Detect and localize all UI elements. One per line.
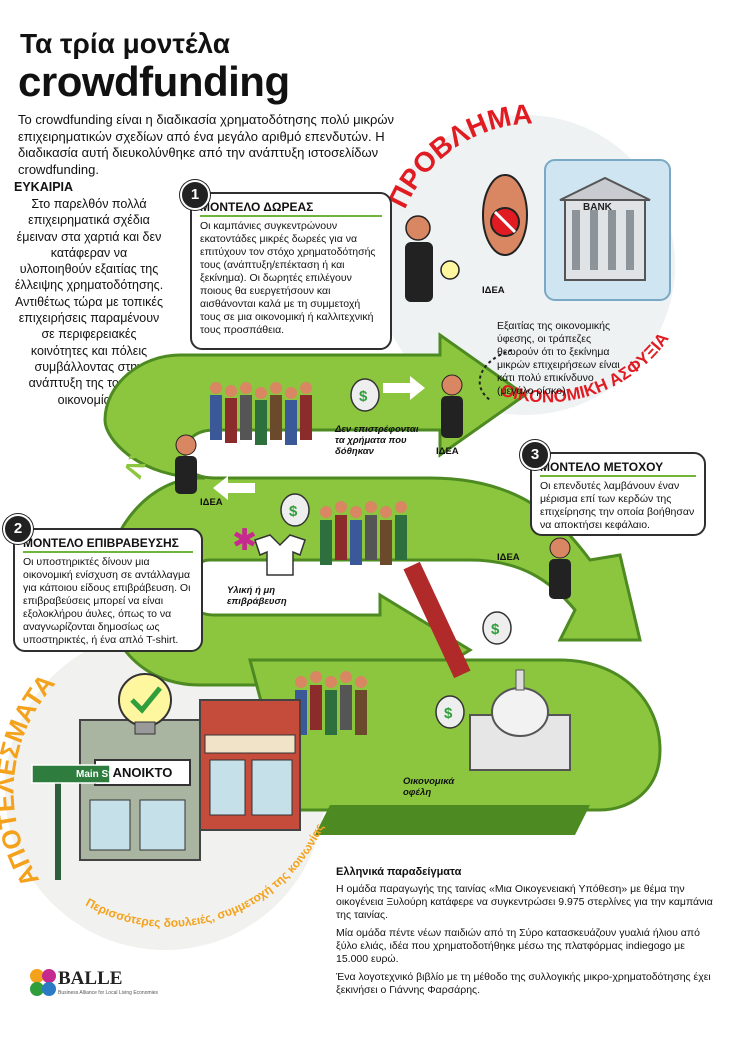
money-bag-1: $ xyxy=(350,378,380,412)
opportunity-heading: ΕΥΚΑΙΡΙΑ xyxy=(14,180,74,194)
model-1-number: 1 xyxy=(180,180,210,210)
example-item: Μία ομάδα πέντε νέων παιδιών από τη Σύρο… xyxy=(336,927,700,965)
model-2-title: ΜΟΝΤΕΛΟ ΕΠΙΒΡΑΒΕΥΣΗΣ xyxy=(23,536,193,553)
person-problem xyxy=(405,215,460,302)
asterisk-icon: ✱ xyxy=(232,524,257,557)
svg-text:$: $ xyxy=(444,705,453,722)
sign-post xyxy=(55,770,61,880)
street-sign xyxy=(31,764,111,784)
model-3-text: Οι επενδυτές λαμβάνουν έναν μέρισμα επί … xyxy=(540,480,695,531)
crowd-bottom xyxy=(295,671,367,735)
model-2-text: Οι υποστηρικτές δίνουν μια οικονομική εν… xyxy=(23,556,191,646)
problem-idea-label: ΙΔΕΑ xyxy=(482,285,505,296)
examples-section: Ελληνικά παραδείγματα Η ομάδα παραγωγής … xyxy=(336,866,716,1002)
example-item: Η ομάδα παραγωγής της ταινίας «Μια Οικογ… xyxy=(336,883,713,921)
crowd-top xyxy=(210,382,312,445)
open-sign: ΑΝΟΙΚΤΟ xyxy=(112,765,173,780)
svg-text:$: $ xyxy=(289,503,298,520)
street-sign-text: Main Street xyxy=(76,769,131,780)
crowd-middle xyxy=(320,501,407,565)
svg-text:$: $ xyxy=(359,388,368,405)
money-bag-4: $ xyxy=(435,695,465,729)
idea-label-right: ΙΔΕΑ xyxy=(497,552,520,563)
intro-text: Το crowdfunding είναι η διαδικασία χρημα… xyxy=(18,112,395,177)
capitol-building xyxy=(469,669,571,771)
model-1-title: ΜΟΝΤΕΛΟ ΔΩΡΕΑΣ xyxy=(200,200,382,217)
title-line-1: Τα τρία μοντέλα xyxy=(20,28,230,59)
idea-person-top xyxy=(441,374,463,438)
model-3-title: ΜΟΝΤΕΛΟ ΜΕΤΟΧΟΥ xyxy=(540,460,696,477)
model-1-box: ΜΟΝΤΕΛΟ ΔΩΡΕΑΣ Οι καμπάνιες συγκεντρώνου… xyxy=(190,192,392,350)
model-2-number: 2 xyxy=(3,514,33,544)
opportunity-text: Στο παρελθόν πολλά επιχειρηματικά σχέδια… xyxy=(14,197,164,407)
stop-hand xyxy=(482,174,528,256)
logo-name: BALLE xyxy=(58,968,123,989)
problem-text: Εξαιτίας της οικονομικής ύφεσης, οι τράπ… xyxy=(497,320,620,397)
lightbulb-check-icon xyxy=(118,673,172,735)
logo-tagline: Business Alliance for Local Living Econo… xyxy=(58,990,159,996)
money-bag-3: $ xyxy=(482,611,512,645)
model-3-number: 3 xyxy=(520,440,550,470)
model-2-box: ΜΟΝΤΕΛΟ ΕΠΙΒΡΑΒΕΥΣΗΣ Οι υποστηρικτές δίν… xyxy=(13,528,203,652)
title-line-2: crowdfunding xyxy=(18,58,290,105)
benefits-label: Οικονομικά οφέλη xyxy=(403,776,455,798)
bank-sign: BANK xyxy=(583,202,613,213)
svg-text:$: $ xyxy=(491,621,500,638)
dashed-arrow xyxy=(478,349,513,401)
reward-label: Υλική ή μη επιβράβευση xyxy=(227,585,287,607)
idea-label-top: ΙΔΕΑ xyxy=(436,446,459,457)
barrier-bar xyxy=(403,561,471,679)
shop-left xyxy=(79,719,201,861)
shop-right xyxy=(199,699,301,831)
example-item: Ένα λογοτεχνικό βιβλίο με τη μέθοδο της … xyxy=(336,971,711,996)
tshirt-reward xyxy=(254,534,306,576)
model-3-box: ΜΟΝΤΕΛΟ ΜΕΤΟΧΟΥ Οι επενδυτές λαμβάνουν έ… xyxy=(530,452,706,536)
bank-illustration xyxy=(544,159,671,301)
no-return-label: Δεν επιστρέφονται τα χρήματα που δόθηκαν xyxy=(335,424,419,457)
balle-logo-icon xyxy=(26,966,60,1000)
idea-label-left: ΙΔΕΑ xyxy=(200,497,223,508)
model-1-text: Οι καμπάνιες συγκεντρώνουν εκατοντάδες μ… xyxy=(200,220,376,336)
idea-person-left xyxy=(175,434,197,494)
idea-person-right xyxy=(549,537,571,599)
arrow-right-top xyxy=(383,376,425,400)
examples-title: Ελληνικά παραδείγματα xyxy=(336,866,462,878)
money-bag-2: $ xyxy=(280,493,310,527)
arrow-left-mid xyxy=(213,476,255,500)
